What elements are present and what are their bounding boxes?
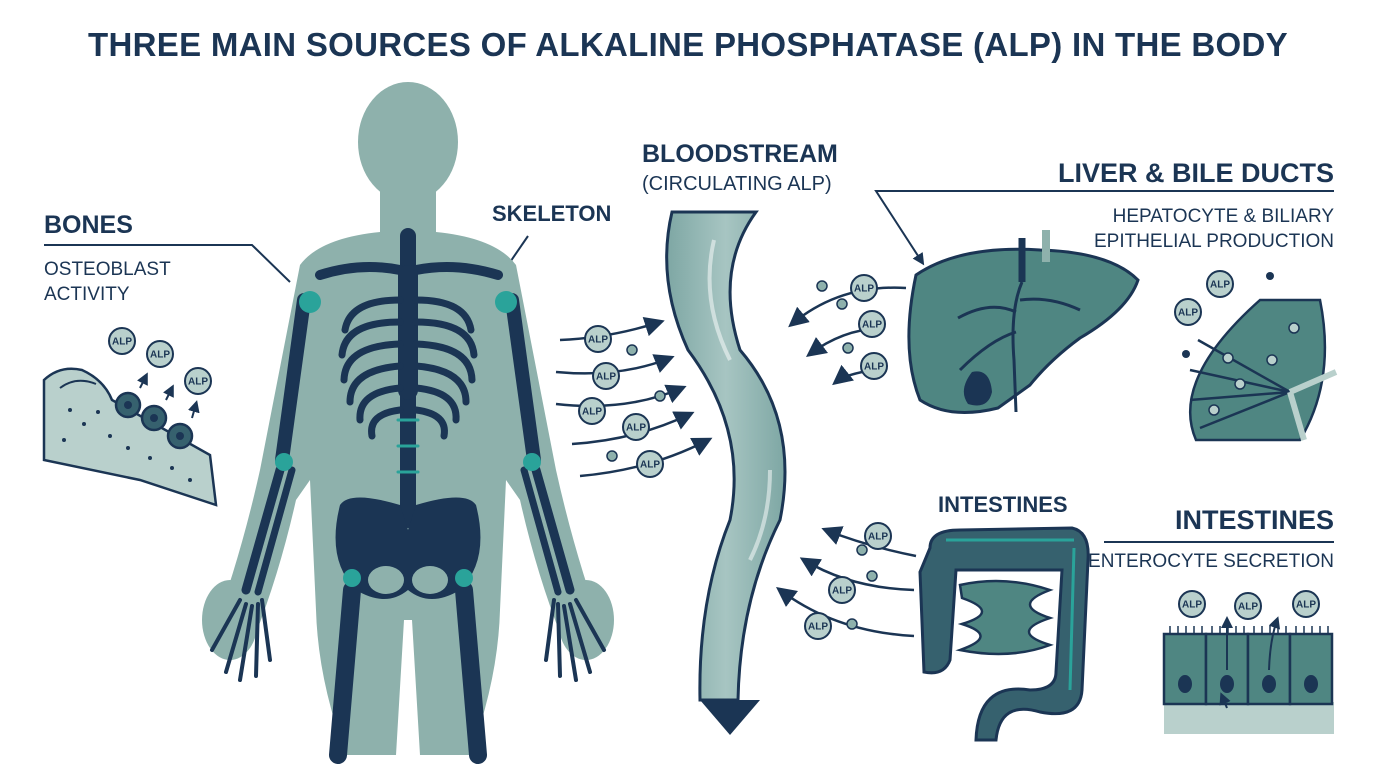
alp-molecule-icon: ALP	[636, 450, 664, 478]
alp-molecule-label: ALP	[188, 377, 208, 388]
alp-molecule-label: ALP	[588, 335, 608, 346]
alp-molecule-label: ALP	[1178, 308, 1198, 319]
alp-molecule-icon: ALP	[622, 413, 650, 441]
alp-molecule-label: ALP	[1296, 600, 1316, 611]
alp-molecule-label: ALP	[832, 586, 852, 597]
alp-molecule-label: ALP	[112, 337, 132, 348]
intestines-center-label: INTESTINES	[938, 492, 1068, 517]
alp-molecule-label: ALP	[862, 320, 882, 331]
joint-highlights	[275, 291, 541, 587]
skeleton-icon	[210, 228, 606, 682]
alp-molecule-icon: ALP	[592, 362, 620, 390]
enterocyte-cells-icon	[1162, 616, 1334, 734]
alp-molecule-label: ALP	[626, 423, 646, 434]
bloodstream-heading: BLOODSTREAM	[642, 140, 838, 168]
bones-subtext-1: OSTEOBLAST	[44, 259, 171, 280]
alp-molecule-icon: ALP	[1206, 270, 1234, 298]
alp-molecule-label: ALP	[1238, 602, 1258, 613]
alp-molecule-icon: ALP	[578, 397, 606, 425]
hepatocyte-cells-icon	[1182, 272, 1338, 442]
alp-molecule-icon: ALP	[804, 612, 832, 640]
bone-tissue-icon	[42, 367, 218, 507]
alp-molecule-icon: ALP	[1292, 590, 1320, 618]
leader-lines	[44, 190, 1334, 543]
flow-dots	[606, 280, 878, 630]
liver-icon	[907, 230, 1140, 414]
alp-molecule-icon: ALP	[864, 522, 892, 550]
alp-molecule-icon: ALP	[146, 340, 174, 368]
alp-molecule-label: ALP	[864, 362, 884, 373]
intestines-subtext: ENTEROCYTE SECRETION	[1088, 551, 1334, 572]
alp-molecule-icon: ALP	[1174, 298, 1202, 326]
bones-subtext-2: ACTIVITY	[44, 284, 130, 305]
alp-molecule-label: ALP	[596, 372, 616, 383]
skeleton-label: SKELETON	[492, 201, 612, 226]
bloodstream-subtext: (CIRCULATING ALP)	[642, 173, 832, 195]
pelvis-legs	[329, 497, 487, 764]
intestines-heading: INTESTINES	[1174, 505, 1334, 535]
bloodstream-icon	[665, 210, 787, 735]
alp-molecule-icon: ALP	[1178, 590, 1206, 618]
alp-molecule-icon: ALP	[860, 352, 888, 380]
alp-molecule-icon: ALP	[858, 310, 886, 338]
page-title: THREE MAIN SOURCES OF ALKALINE PHOSPHATA…	[88, 26, 1288, 63]
liver-heading: LIVER & BILE DUCTS	[1057, 158, 1334, 188]
bones-heading: BONES	[44, 211, 133, 239]
alp-molecule-icon: ALP	[184, 367, 212, 395]
alp-molecule-label: ALP	[1182, 600, 1202, 611]
alp-molecule-icon: ALP	[108, 327, 136, 355]
alp-molecule-label: ALP	[640, 460, 660, 471]
alp-molecule-label: ALP	[808, 622, 828, 633]
alp-molecules: ALP ALP ALP ALP ALP ALP ALP ALP ALP ALP ALP ALP ALP A…	[108, 270, 1320, 640]
liver-subtext-2: EPITHELIAL PRODUCTION	[1093, 231, 1334, 252]
alp-molecule-label: ALP	[582, 407, 602, 418]
alp-molecule-label: ALP	[150, 350, 170, 361]
alp-molecule-label: ALP	[854, 284, 874, 295]
alp-molecule-icon: ALP	[584, 325, 612, 353]
alp-molecule-icon: ALP	[828, 576, 856, 604]
liver-subtext-1: HEPATOCYTE & BILIARY	[1112, 206, 1334, 227]
alp-molecule-icon: ALP	[1234, 592, 1262, 620]
alp-molecule-label: ALP	[868, 532, 888, 543]
intestines-icon	[918, 526, 1090, 742]
alp-molecule-icon: ALP	[850, 274, 878, 302]
alp-molecule-label: ALP	[1210, 280, 1230, 291]
